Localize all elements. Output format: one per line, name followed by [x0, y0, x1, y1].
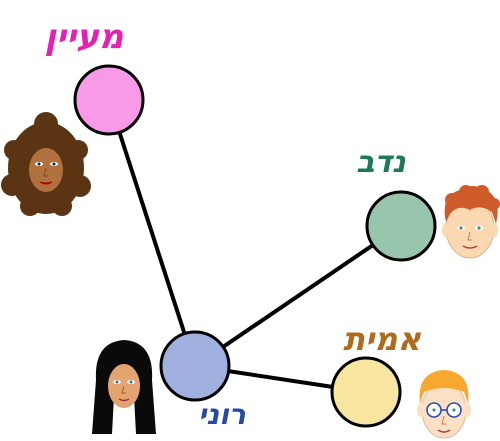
label-maayan: מעיין — [45, 17, 125, 57]
node-amit[interactable] — [330, 356, 402, 428]
edge-roni-nadav — [193, 224, 403, 368]
girl-black-hair-avatar — [92, 340, 156, 434]
label-roni: רוני — [198, 398, 246, 431]
woman-curly-brown-hair-avatar — [1, 112, 91, 216]
edge-roni-maayan — [107, 99, 197, 367]
label-amit: אמית — [343, 320, 421, 358]
label-nadav: נדב — [356, 145, 406, 180]
node-roni[interactable] — [159, 330, 231, 402]
node-nadav[interactable] — [365, 190, 437, 262]
node-maayan[interactable] — [73, 64, 145, 136]
boy-blond-glasses-avatar — [417, 370, 471, 439]
boy-red-hair-avatar — [442, 185, 500, 259]
